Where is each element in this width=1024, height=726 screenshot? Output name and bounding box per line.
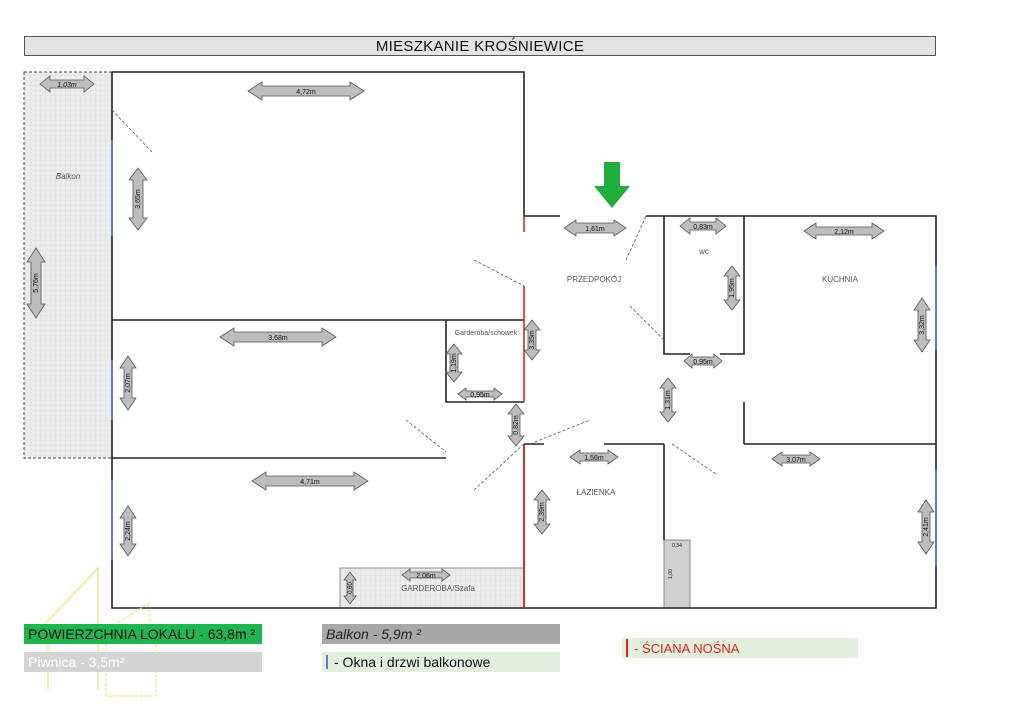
legend-cellar: Piwnica - 3,5m² [24, 652, 262, 672]
dim-hall-depth: 1,31m [665, 390, 672, 410]
dimension-arrows [26, 75, 935, 605]
legend-windows: - Okna i drzwi balkonowe [322, 652, 560, 672]
legend-balcony: Balkon - 5,9m ² [322, 624, 560, 644]
dim-room2-depth: 2,07m [125, 373, 132, 393]
room-kitchen-label: KUCHNIA [822, 275, 859, 284]
room-wc-label: wc [698, 247, 709, 256]
dim-arrow-closet-depth [445, 343, 463, 383]
dim-closet-width: 0,95m [470, 392, 490, 399]
dim-arrow-wc-depth [723, 265, 741, 311]
dim-closet-side: 3,35m [529, 330, 536, 350]
dim-closet-depth: 1,19m [451, 353, 458, 373]
dim-balcony-width: 1,03m [57, 82, 77, 89]
windows [111, 140, 937, 566]
dim-arrow-wc-inner [683, 353, 723, 369]
dim-right-room-depth: 2,41m [923, 517, 930, 537]
dim-room2-width: 3,68m [268, 335, 288, 342]
dim-arrow-right-room-depth [917, 499, 935, 555]
dim-room3-depth: 2,24m [125, 521, 132, 541]
shaft-area [663, 539, 691, 609]
dim-arrow-kitchen-width [803, 222, 885, 240]
room-bathroom-label: ŁAZIENKA [577, 488, 616, 497]
entry-arrow-icon [594, 162, 630, 208]
dim-kitchen-width: 2,12m [834, 229, 854, 236]
dim-arrow-balcony-length [26, 247, 46, 319]
dim-shaft-h: 1,00 [668, 569, 674, 579]
dim-kitchen-depth: 3,32m [919, 315, 926, 335]
dim-wardrobe-depth: 0,60 [348, 582, 354, 594]
dim-arrow-right-room-width [771, 451, 821, 467]
room-closet-label: Garderoba/schowek [455, 330, 518, 337]
dim-arrow-wardrobe-depth [343, 571, 357, 605]
dim-wc-inner: 0,95m [693, 359, 713, 366]
dim-room3-width: 4,71m [300, 479, 320, 486]
legend-total-area: POWIERZCHNIA LOKALU - 63,8m ² [24, 624, 262, 644]
dim-hall-door: 0,82m [513, 415, 520, 435]
dim-arrow-bath-width [569, 449, 619, 465]
dim-arrow-closet-width [457, 387, 503, 401]
dim-arrow-bath-depth [533, 489, 551, 535]
dim-arrow-room1-depth [128, 167, 148, 231]
dim-arrow-room1-width [247, 81, 365, 101]
dim-arrow-room2-depth [119, 355, 137, 411]
dim-arrow-room3-width [251, 471, 369, 491]
dim-wc-depth: 1,95m [729, 278, 736, 298]
dim-arrow-entry-width [563, 219, 627, 237]
dim-room1-depth: 3,65m [135, 189, 142, 209]
dim-entry-width: 1,61m [585, 226, 605, 233]
dim-arrow-kitchen-depth [913, 297, 931, 353]
dim-arrow-hall-door [507, 403, 525, 447]
dim-shaft-w: 0,34 [672, 543, 682, 549]
dim-balcony-length: 5,76m [33, 273, 40, 293]
dim-arrow-wc-width [679, 217, 727, 235]
dim-arrow-room2-width [219, 327, 337, 347]
door-swings [111, 109, 717, 491]
dim-arrow-room3-depth [119, 505, 137, 557]
window-swatch-icon [326, 655, 328, 669]
bearing-wall-swatch-icon [626, 639, 628, 657]
dim-wc-width: 0,83m [693, 224, 713, 231]
dim-arrow-balcony-width [39, 75, 95, 93]
room-balcony-label: Balkon [56, 172, 81, 181]
dim-right-room-width: 3,07m [786, 457, 806, 464]
plan-title: MIESZKANIE KROŚNIEWICE [24, 36, 936, 56]
legend-bearing-wall: - ŚCIANA NOŚNA [622, 638, 858, 658]
dim-arrow-wardrobe-width [401, 568, 451, 582]
dim-bath-width: 1,56m [584, 455, 604, 462]
dim-wardrobe-width: 2,06m [416, 573, 436, 580]
dim-bath-depth: 2,39m [539, 502, 546, 522]
dim-arrow-hall-depth [659, 377, 677, 423]
room-hall-label: PRZEDPOKÓJ [567, 275, 621, 284]
room-wardrobe-label: GARDEROBA/Szafa [401, 584, 475, 593]
dim-room1-width: 4,72m [296, 89, 316, 96]
dim-arrow-closet-side [523, 319, 541, 361]
